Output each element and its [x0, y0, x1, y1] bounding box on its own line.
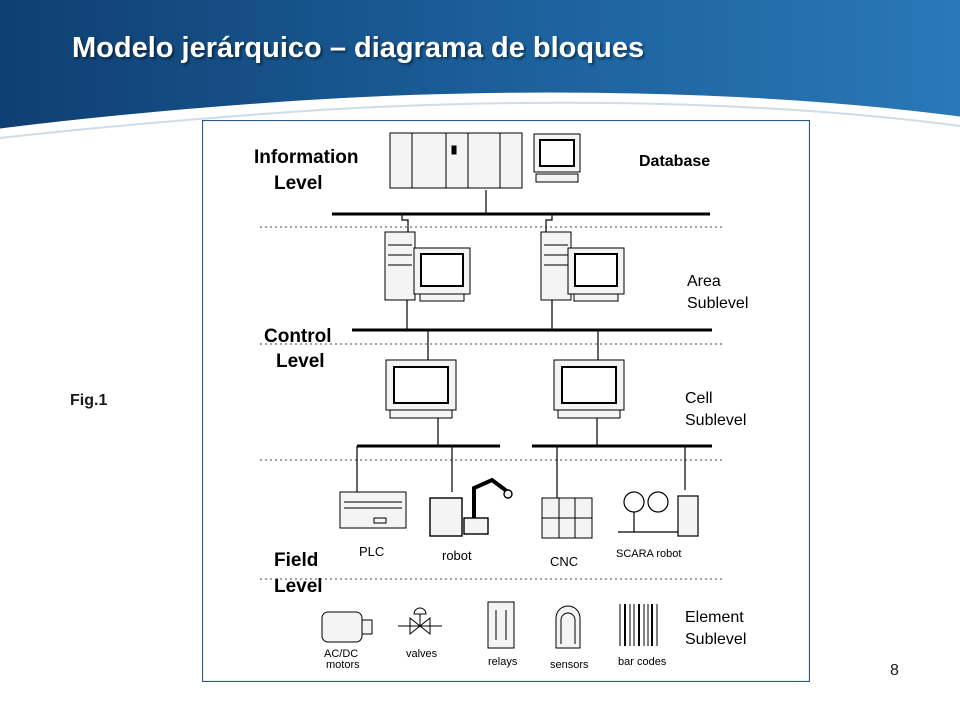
element-sublevel-line2: Sublevel — [685, 631, 746, 648]
field-level-line1: Field — [274, 550, 318, 571]
cell-sublevel-line1: Cell — [685, 390, 713, 407]
relays-label: relays — [488, 656, 518, 668]
bus-connectors — [356, 190, 686, 498]
page-number: 8 — [890, 662, 899, 679]
valves-label: valves — [406, 648, 438, 660]
cnc-label: CNC — [550, 554, 578, 569]
field-level-line2: Level — [274, 576, 323, 597]
information-level-line1: Information — [254, 147, 359, 168]
information-level-line2: Level — [274, 173, 323, 194]
area-sublevel-line1: Area — [687, 273, 721, 290]
mainframe-server-icon — [389, 132, 523, 189]
motor-icon — [321, 611, 373, 643]
robot-icon — [429, 477, 513, 537]
motors-label-line1: AC/DC — [324, 648, 358, 660]
plc-label: PLC — [359, 544, 384, 559]
relay-icon — [487, 601, 515, 649]
sensor-icon — [555, 605, 581, 649]
scara-robot-label: SCARA robot — [616, 548, 681, 560]
level-separators — [260, 226, 722, 580]
scara-robot-icon — [618, 491, 699, 537]
barcode-icon — [619, 604, 658, 646]
area-sublevel-line2: Sublevel — [687, 295, 748, 312]
database-label: Database — [639, 153, 710, 170]
cell-computer-2-icon — [553, 359, 625, 419]
robot-label: robot — [442, 548, 472, 563]
cell-computer-1-icon — [385, 359, 457, 419]
element-sublevel-line1: Element — [685, 609, 744, 626]
network-buses — [332, 212, 712, 448]
cell-sublevel-line2: Sublevel — [685, 412, 746, 429]
sensors-label: sensors — [550, 659, 589, 671]
motors-label-line2: motors — [326, 659, 360, 671]
area-workstation-1-icon — [384, 231, 471, 302]
barcodes-label: bar codes — [618, 656, 667, 668]
database-computer-icon — [533, 133, 581, 183]
cnc-icon — [541, 497, 593, 539]
valve-icon — [398, 607, 442, 636]
area-workstation-2-icon — [540, 231, 625, 302]
control-level-line1: Control — [264, 326, 332, 347]
hierarchy-diagram: Information Level Control Level Field Le… — [202, 120, 810, 682]
slide-title: Modelo jerárquico – diagrama de bloques — [72, 32, 645, 64]
diagram-frame — [202, 120, 810, 682]
plc-icon — [339, 491, 407, 529]
figure-label: Fig.1 — [70, 392, 108, 409]
control-level-line2: Level — [276, 351, 325, 372]
